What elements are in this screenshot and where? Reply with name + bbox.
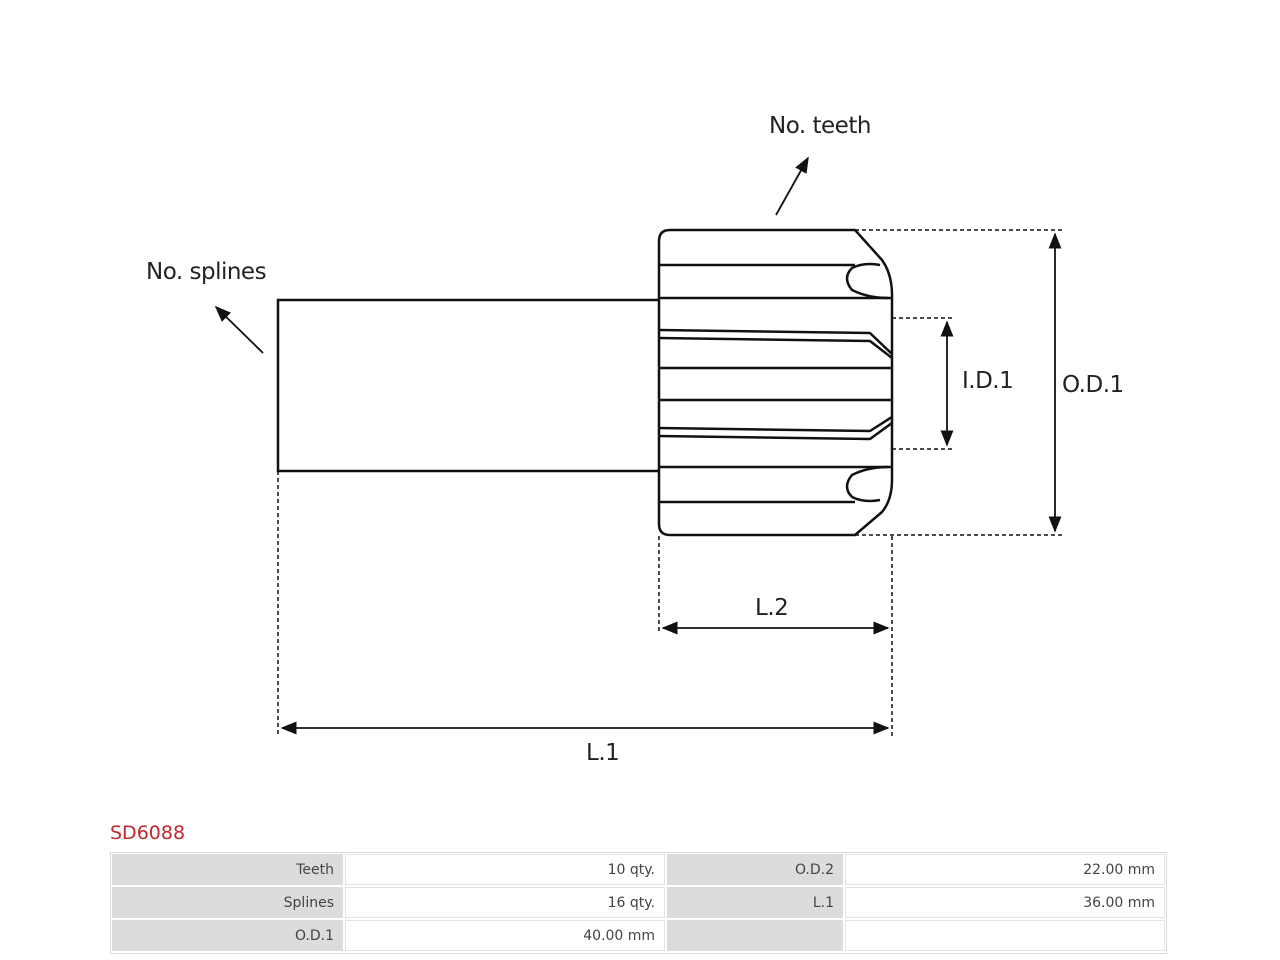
label-l1: L.1	[586, 740, 619, 766]
label-no-teeth: No. teeth	[769, 113, 871, 139]
spec-key: O.D.1	[112, 920, 343, 951]
spec-key: Teeth	[112, 854, 343, 885]
gear-head	[657, 228, 894, 537]
spec-value: 40.00 mm	[345, 920, 665, 951]
spec-value: 16 qty.	[345, 887, 665, 918]
spec-value: 22.00 mm	[845, 854, 1165, 885]
extension-lines	[277, 229, 1062, 736]
teeth-pointer-arrow	[775, 156, 809, 216]
label-no-splines: No. splines	[146, 259, 266, 285]
spec-table: Teeth 10 qty. O.D.2 22.00 mm Splines 16 …	[110, 852, 1167, 953]
part-number: SD6088	[110, 822, 186, 844]
table-row: Splines 16 qty. L.1 36.00 mm	[112, 887, 1165, 918]
spec-key: L.1	[667, 887, 843, 918]
spec-key: Splines	[112, 887, 343, 918]
label-id1: I.D.1	[962, 368, 1013, 394]
spec-key	[667, 920, 843, 951]
label-l2: L.2	[755, 595, 788, 621]
label-od1: O.D.1	[1062, 372, 1124, 398]
spec-value: 10 qty.	[345, 854, 665, 885]
spec-value: 36.00 mm	[845, 887, 1165, 918]
spec-value	[845, 920, 1165, 951]
spec-key: O.D.2	[667, 854, 843, 885]
shaft	[276, 298, 659, 473]
table-row: Teeth 10 qty. O.D.2 22.00 mm	[112, 854, 1165, 885]
dimension-arrows	[214, 156, 1062, 735]
table-row: O.D.1 40.00 mm	[112, 920, 1165, 951]
splines-pointer-arrow	[214, 305, 264, 354]
pinion-drawing: No. teeth No. splines I.D.1 O.D.1 L.2 L.…	[146, 113, 1124, 766]
